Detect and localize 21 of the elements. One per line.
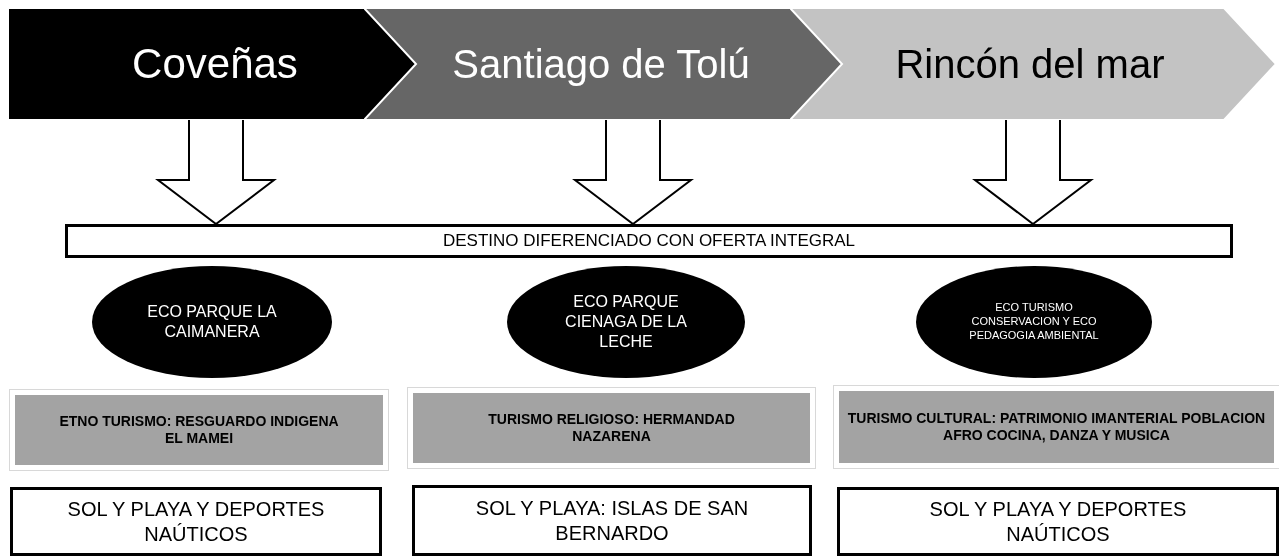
node-text: DESTINO DIFERENCIADO CON OFERTA INTEGRAL bbox=[441, 230, 857, 253]
block-arrow bbox=[572, 119, 694, 226]
node-text: ECO PARQUE LA CAIMANERA bbox=[146, 302, 278, 342]
node-text: ECO TURISMO CONSERVACION Y ECO PEDAGOGIA AMBIENTAL bbox=[968, 300, 1100, 343]
node-text: TURISMO CULTURAL: PATRIMONIO IMANTERIAL POBLACION AFRO COCINA, DANZA Y MUSICA bbox=[846, 408, 1267, 445]
block-arrow bbox=[972, 119, 1094, 226]
node-text: ECO PARQUE CIENAGA DE LA LECHE bbox=[564, 292, 688, 352]
step-title: Santiago de Tolú bbox=[451, 41, 751, 88]
node-text: SOL Y PLAYA Y DEPORTES NAÚTICOS bbox=[928, 496, 1188, 547]
offer-box bbox=[412, 485, 812, 556]
node-text: SOL Y PLAYA Y DEPORTES NAÚTICOS bbox=[66, 496, 326, 547]
block-arrow bbox=[155, 119, 277, 226]
step-title: Rincón del mar bbox=[894, 41, 1166, 88]
chevron-step bbox=[790, 8, 1276, 120]
offer-box bbox=[837, 487, 1279, 556]
node-text: ETNO TURISMO: RESGUARDO INDIGENA EL MAMEI bbox=[58, 411, 340, 448]
node-text: SOL Y PLAYA: ISLAS DE SAN BERNARDO bbox=[474, 495, 750, 546]
node-text: TURISMO RELIGIOSO: HERMANDAD NAZARENA bbox=[487, 409, 736, 446]
banner-box bbox=[65, 224, 1233, 258]
step-title: Coveñas bbox=[131, 38, 299, 89]
offer-box bbox=[10, 487, 382, 556]
